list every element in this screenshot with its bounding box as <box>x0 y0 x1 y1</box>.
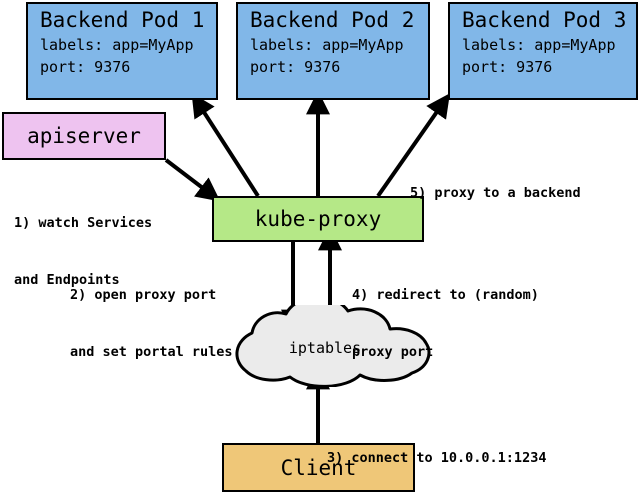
step-2-line-2: and set portal rules <box>70 344 233 360</box>
arrow-kubeproxy-to-pod1 <box>191 92 260 198</box>
pod-1-title: Backend Pod 1 <box>40 8 205 32</box>
step-3-caption: 3) connect to 10.0.0.1:1234 <box>327 411 546 494</box>
kube-proxy-node[interactable]: kube-proxy <box>212 196 424 242</box>
step-3-line-1: 3) connect to 10.0.0.1:1234 <box>327 450 547 466</box>
step-4-line-1: 4) redirect to (random) <box>352 287 539 303</box>
pod-3-port: port: 9376 <box>462 58 553 76</box>
step-2-caption: 2) open proxy port and set portal rules <box>70 248 233 400</box>
step-4-line-2: proxy port <box>352 344 434 360</box>
client-title: Client <box>280 455 357 480</box>
pod-1-labels: labels: app=MyApp <box>40 36 194 54</box>
backend-pod-1[interactable]: Backend Pod 1 labels: app=MyApp port: 93… <box>26 2 218 100</box>
backend-pod-3[interactable]: Backend Pod 3 labels: app=MyApp port: 93… <box>448 2 638 100</box>
pod-3-labels: labels: app=MyApp <box>462 36 616 54</box>
pod-2-title: Backend Pod 2 <box>250 8 415 32</box>
step-4-caption: 4) redirect to (random) proxy port <box>352 248 539 400</box>
pod-1-port: port: 9376 <box>40 58 131 76</box>
arrow-apiserver-to-kubeproxy <box>164 158 221 202</box>
step-5-caption: 5) proxy to a backend <box>410 146 581 241</box>
apiserver-title: apiserver <box>27 124 141 148</box>
iptables-label: iptables <box>288 339 362 357</box>
step-1-line-2: and Endpoints <box>14 272 120 288</box>
step-5-line-1: 5) proxy to a backend <box>410 185 581 201</box>
pod-3-title: Backend Pod 3 <box>462 8 627 32</box>
kube-proxy-title: kube-proxy <box>254 207 382 231</box>
pod-2-port: port: 9376 <box>250 58 341 76</box>
client-node[interactable]: Client <box>222 443 415 492</box>
step-1-line-1: 1) watch Services <box>14 215 153 231</box>
pod-2-labels: labels: app=MyApp <box>250 36 404 54</box>
backend-pod-2[interactable]: Backend Pod 2 labels: app=MyApp port: 93… <box>236 2 430 100</box>
step-1-caption: 1) watch Services and Endpoints <box>14 176 152 328</box>
apiserver-node[interactable]: apiserver <box>2 112 166 160</box>
step-2-line-1: 2) open proxy port <box>70 287 217 303</box>
